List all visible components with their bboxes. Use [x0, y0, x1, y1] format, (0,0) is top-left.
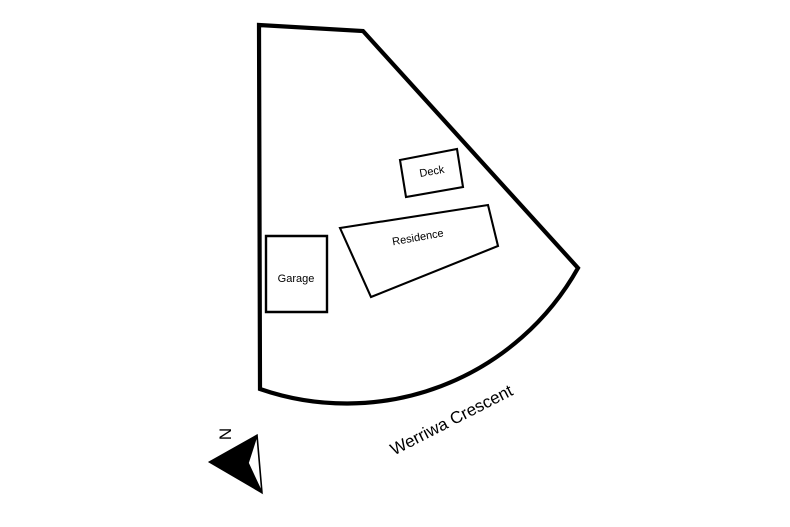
- north-arrow-hollow-half: [247, 434, 263, 494]
- garage-label: Garage: [278, 273, 315, 285]
- deck-label: Deck: [419, 164, 446, 180]
- structure-residence: Residence: [338, 203, 500, 299]
- north-letter-label: N: [216, 428, 235, 440]
- deck-outline: [398, 147, 465, 199]
- garage-outline: [264, 234, 329, 314]
- north-arrow-icon: N: [207, 428, 264, 495]
- property-boundary-outline: [256, 22, 581, 406]
- residence-outline: [338, 203, 500, 299]
- structure-garage: Garage: [264, 234, 329, 314]
- structure-deck: Deck: [398, 147, 465, 199]
